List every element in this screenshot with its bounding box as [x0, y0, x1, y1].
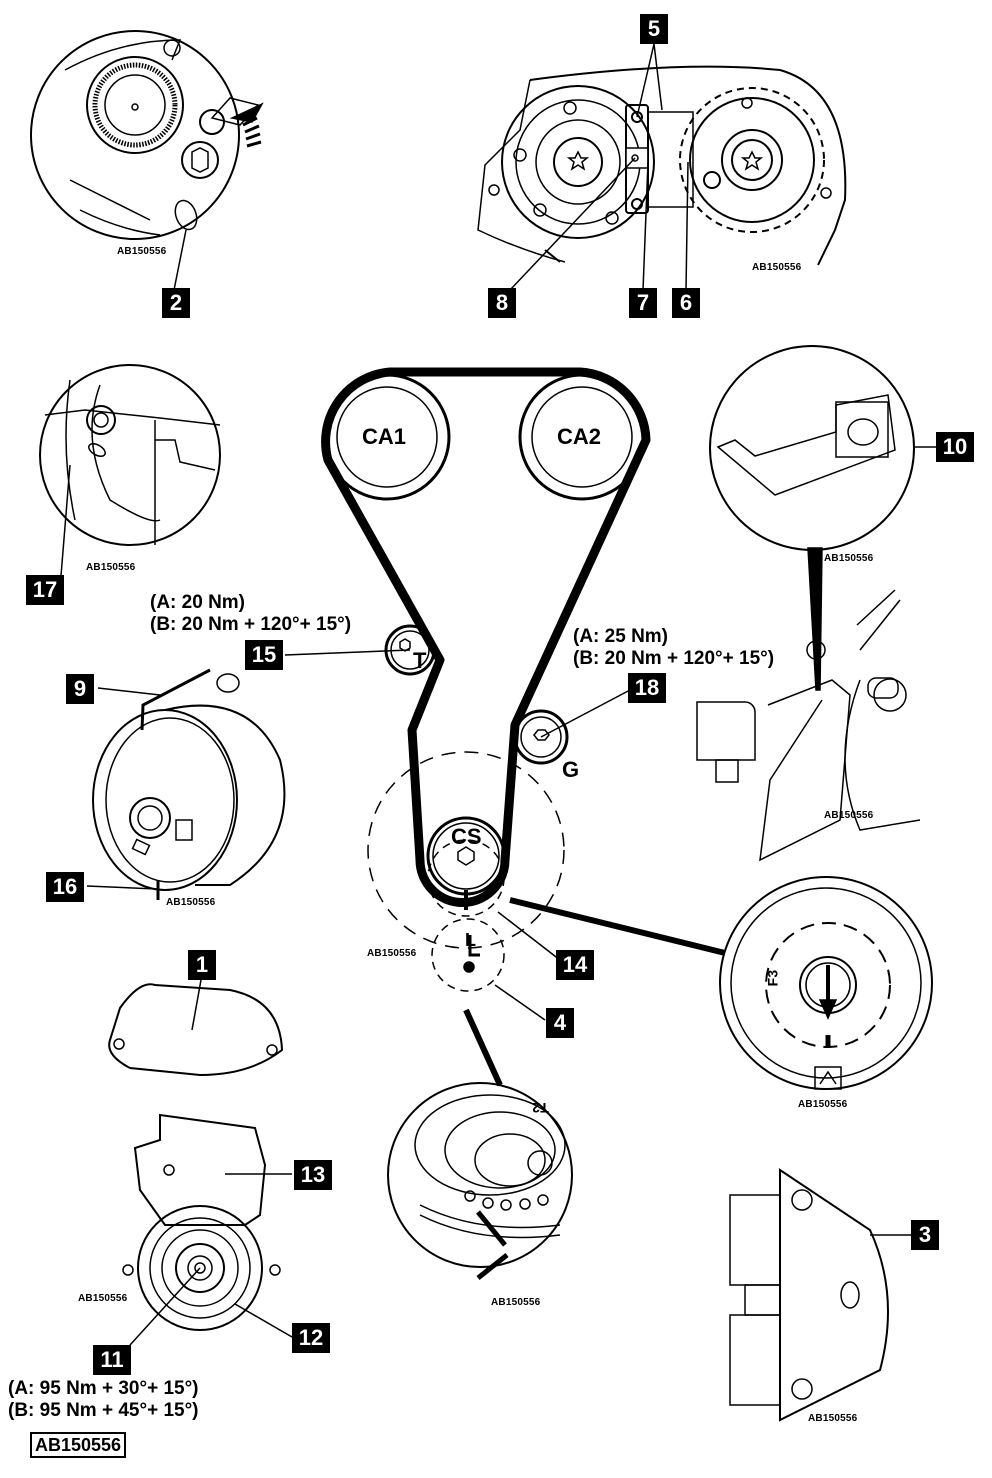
tensioner-assembly	[86, 668, 286, 900]
cover-part-1	[108, 979, 284, 1077]
torque-tensioner-b: (B: 20 Nm + 120°+ 15°)	[150, 614, 352, 635]
ref-code-detail-2: AB150556	[117, 246, 167, 257]
ref-code-detail-10b: AB150556	[824, 810, 874, 821]
callout-1: 1	[188, 950, 216, 980]
callout-10: 10	[936, 432, 974, 462]
detail-locking-plate-3	[729, 1168, 912, 1422]
torque-guide-b: (B: 20 Nm + 120°+ 15°)	[573, 648, 775, 669]
camshaft-pulley-1	[323, 373, 451, 501]
tensioner-pulley	[384, 624, 436, 676]
callout-4: 4	[546, 1008, 574, 1038]
detail-engine-mount-17	[39, 364, 221, 589]
figure-reference-framed: AB150556	[30, 1432, 127, 1458]
callout-3: 3	[911, 1220, 939, 1250]
callout-17: 17	[26, 575, 64, 605]
torque-tensioner-a: (A: 20 Nm)	[150, 592, 246, 613]
ref-code-damper: AB150556	[491, 1297, 541, 1308]
callout-6: 6	[672, 288, 700, 318]
detail-camshaft-locking-tool	[477, 43, 847, 291]
camshaft-sprocket-gear	[679, 87, 825, 233]
label-tensioner-t: T	[413, 648, 427, 673]
callout-7: 7	[629, 288, 657, 318]
callout-11: 11	[93, 1345, 131, 1375]
callout-14: 14	[556, 950, 594, 980]
callout-13: 13	[294, 1160, 332, 1190]
detail-crank-damper	[387, 1082, 573, 1280]
callout-8: 8	[488, 288, 516, 318]
ref-code-tensioner: AB150556	[166, 897, 216, 908]
callout-16: 16	[46, 872, 84, 902]
callout-15: 15	[245, 640, 283, 670]
label-ca1: CA1	[362, 424, 407, 449]
label-f3: F3	[764, 969, 781, 987]
label-ca2: CA2	[557, 424, 602, 449]
ref-code-detail-cam: AB150556	[752, 262, 802, 273]
callout-5: 5	[640, 14, 668, 44]
detail-locking-tool-10	[696, 345, 937, 862]
ref-code-sprocket: AB150556	[798, 1099, 848, 1110]
detail-crank-sprocket	[719, 876, 933, 1090]
crankshaft-pulley	[367, 751, 565, 992]
label-crank-mark-l: L	[465, 930, 476, 950]
callout-2: 2	[162, 288, 190, 318]
label-crankshaft-cs: CS	[451, 824, 482, 849]
water-pump-assembly	[122, 1113, 293, 1346]
callout-9: 9	[66, 674, 94, 704]
callout-18: 18	[628, 673, 666, 703]
ref-code-belt: AB150556	[367, 948, 417, 959]
detail-tensioner-pointer	[30, 30, 264, 301]
label-t2: T2	[532, 1100, 549, 1116]
ref-code-pump: AB150556	[78, 1293, 128, 1304]
torque-crank-a: (A: 95 Nm + 30°+ 15°)	[8, 1378, 199, 1399]
ref-code-detail-17: AB150556	[86, 562, 136, 573]
guide-pulley	[513, 709, 569, 765]
label-guide-g: G	[562, 757, 580, 782]
torque-crank-b: (B: 95 Nm + 45°+ 15°)	[8, 1400, 199, 1421]
camshaft-pulley-2	[518, 373, 646, 501]
callout-12: 12	[292, 1323, 330, 1353]
ref-code-detail-10: AB150556	[824, 553, 874, 564]
torque-guide-a: (A: 25 Nm)	[573, 626, 669, 647]
ref-code-plate: AB150556	[808, 1413, 858, 1424]
